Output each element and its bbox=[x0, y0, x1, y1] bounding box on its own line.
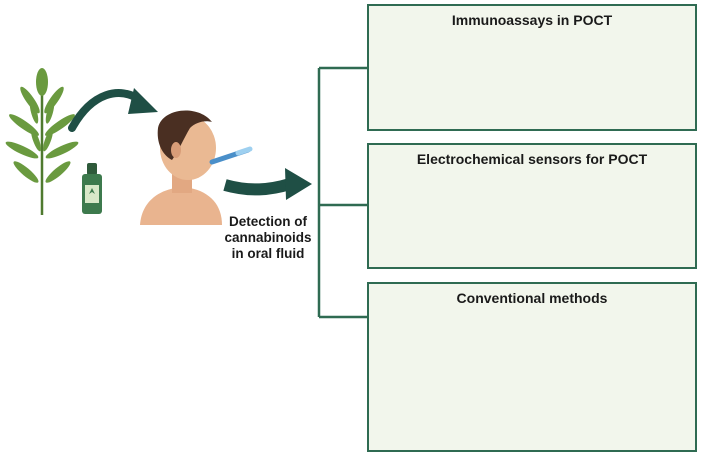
caption-line-1: Detection of bbox=[228, 214, 307, 229]
panel-conventional-methods: Conventional methods bbox=[367, 282, 697, 452]
panel-electrochemical-sensors: Electrochemical sensors for POCT bbox=[367, 143, 697, 269]
caption: Detection of cannabinoids in oral fluid bbox=[208, 214, 328, 262]
panel-title: Conventional methods bbox=[456, 290, 608, 306]
cbd-oil-bottle-icon bbox=[82, 163, 102, 214]
person-with-swab-icon bbox=[140, 110, 253, 225]
cannabis-plant-icon bbox=[5, 68, 79, 215]
panel-title: Electrochemical sensors for POCT bbox=[416, 151, 648, 167]
panel-title: Immunoassays in POCT bbox=[451, 12, 613, 28]
caption-line-3: in oral fluid bbox=[231, 246, 305, 261]
connector-bracket bbox=[317, 66, 367, 319]
panel-immunoassays: Immunoassays in POCT bbox=[367, 4, 697, 131]
caption-line-2: cannabinoids bbox=[224, 230, 312, 245]
main-arrow-icon bbox=[223, 178, 292, 196]
